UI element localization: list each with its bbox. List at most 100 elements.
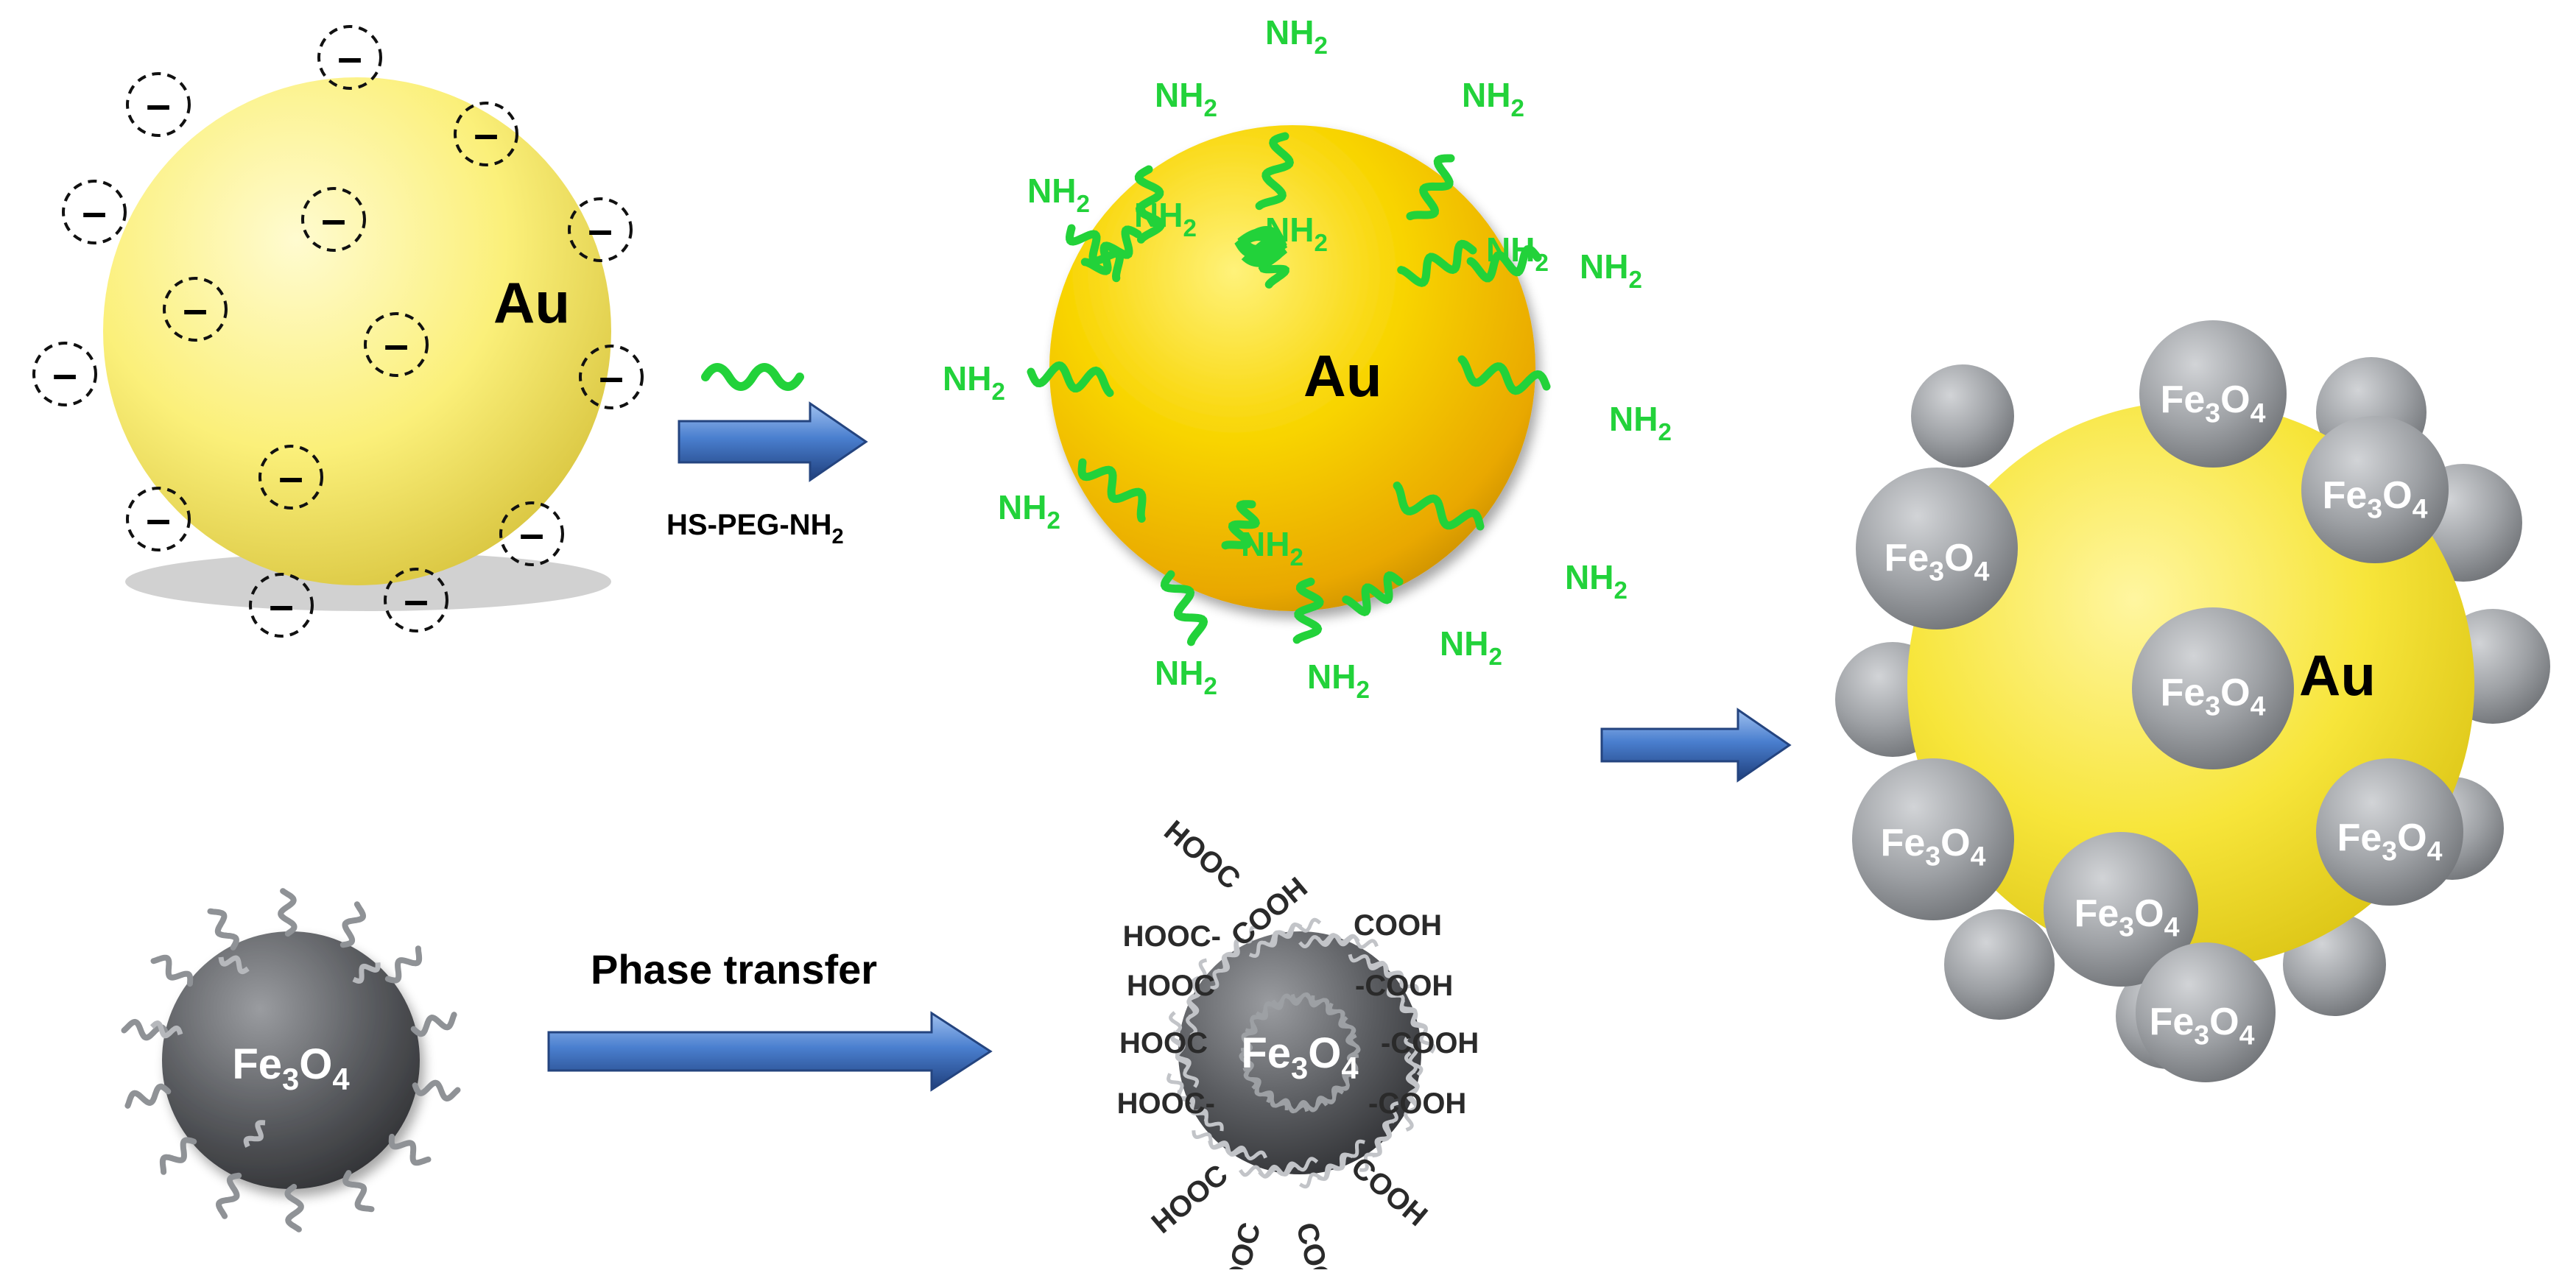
- oleate-chain: [410, 1012, 457, 1037]
- oleate-chain: [339, 901, 367, 948]
- formula-fe-mid: O: [1308, 1029, 1341, 1077]
- nh2-symbol: NH: [1155, 76, 1203, 114]
- formula-fe-main: Fe: [232, 1040, 282, 1088]
- charge-ring: [301, 187, 366, 252]
- labeled-satellite: [1852, 758, 2014, 920]
- nh2-label: NH2: [1027, 172, 1090, 218]
- carboxyl-label: -COOH: [1368, 1087, 1466, 1120]
- formula-fe-sub2: 4: [2427, 836, 2443, 867]
- nh2-symbol: NH: [998, 488, 1046, 526]
- magnetite-satellite: [1944, 909, 2055, 1020]
- formula-fe-sub2: 4: [1341, 1051, 1358, 1085]
- formula-fe-mid: O: [1940, 822, 1970, 864]
- oleate-chain: [384, 945, 423, 984]
- polymer-strand: [1412, 1014, 1436, 1054]
- formula-fe-sub1: 3: [2119, 911, 2134, 942]
- polymer-strand: [1190, 958, 1208, 1000]
- polymer-strand: [1359, 1137, 1387, 1172]
- oleate-chain: [159, 1137, 197, 1175]
- polymer-strand: [1335, 934, 1379, 949]
- formula-fe-main: Fe: [2323, 474, 2368, 517]
- formula-fe-sub2: 4: [2239, 1020, 2255, 1051]
- fe3o4-label-satellite: Fe3O4: [2337, 817, 2443, 867]
- formula-fe-mid: O: [2220, 671, 2250, 714]
- negative-charge-sign: –: [321, 194, 345, 244]
- formula-fe-mid: O: [1944, 537, 1974, 579]
- oleate-chain: [124, 1083, 172, 1109]
- coated-magnetite-sphere: [1178, 931, 1421, 1174]
- polymer-coating: [1166, 917, 1436, 1189]
- negative-charge-sign: –: [599, 352, 623, 401]
- nh2-symbol: NH: [1565, 558, 1613, 596]
- reagent-prefix: HS-PEG-NH: [666, 509, 831, 541]
- carboxyl-label: HOOC-: [1117, 1087, 1215, 1120]
- peg-ligand-icon: [701, 363, 804, 391]
- nh2-subscript: 2: [1658, 419, 1671, 446]
- formula-fe-sub1: 3: [1925, 841, 1940, 872]
- formula-fe-main: Fe: [2161, 378, 2206, 421]
- charge-ring: [579, 345, 644, 409]
- nh2-label: NH2: [943, 359, 1005, 406]
- peg-chain: [1342, 571, 1404, 616]
- oleate-chain: [388, 1133, 432, 1166]
- nh2-subscript: 2: [1046, 507, 1060, 535]
- oleate-chain: [284, 1183, 304, 1233]
- formula-fe-main: Fe: [1885, 537, 1929, 579]
- formula-fe-sub2: 4: [1971, 841, 1986, 872]
- nh2-subscript: 2: [1203, 95, 1217, 122]
- formula-fe-main: Fe: [1881, 822, 1926, 864]
- charge-ring: [62, 180, 127, 244]
- nh2-symbol: NH: [1155, 654, 1203, 692]
- fe3o4-label-satellite: Fe3O4: [1881, 822, 1986, 872]
- au-label-hybrid: Au: [2299, 643, 2376, 708]
- formula-fe-sub2: 4: [2251, 691, 2266, 722]
- negative-charge-sign: –: [146, 494, 170, 543]
- carboxyl-label: -COOH: [1355, 970, 1453, 1002]
- nh2-subscript: 2: [1076, 191, 1089, 218]
- charge-ring: [568, 197, 633, 262]
- au-label-gold: Au: [1303, 343, 1382, 409]
- carboxyl-label: COOH: [1345, 1151, 1433, 1233]
- oleate-chain: [278, 888, 298, 937]
- labeled-satellite: [2139, 320, 2287, 468]
- nh2-symbol: NH: [1440, 624, 1488, 663]
- oleate-chain: [412, 1079, 461, 1102]
- surface-oleate: [149, 1020, 183, 1039]
- formula-fe-main: Fe: [2150, 1001, 2195, 1043]
- phase-transfer-label: Phase transfer: [591, 946, 877, 992]
- surface-oleate: [352, 962, 381, 984]
- oleate-ligands: [121, 888, 461, 1233]
- nh2-label: NH2: [1265, 13, 1328, 60]
- fe3o4-label-satellite: Fe3O4: [2161, 671, 2266, 722]
- carboxyl-label: HOOC: [1213, 1219, 1267, 1269]
- formula-fe-sub2: 4: [332, 1062, 349, 1096]
- coiled-peg-chain: [1234, 225, 1288, 267]
- gold-sphere: [1049, 125, 1535, 611]
- nh2-symbol: NH: [1462, 76, 1510, 114]
- negative-charge-sign: –: [404, 575, 428, 624]
- pale-gold-sphere: [103, 77, 611, 585]
- nh2-symbol: NH: [1307, 657, 1356, 696]
- nh2-symbol: NH: [1027, 172, 1076, 210]
- surface-oleate: [218, 955, 250, 975]
- formula-fe-sub2: 4: [2251, 398, 2266, 429]
- formula-fe-main: Fe: [2074, 892, 2119, 935]
- formula-fe-sub1: 3: [1929, 556, 1944, 587]
- charge-ring: [499, 501, 564, 566]
- nh2-subscript: 2: [1203, 673, 1217, 700]
- formula-fe-mid: O: [2397, 817, 2427, 859]
- nh2-subscript: 2: [1613, 577, 1627, 604]
- polymer-strand: [1166, 1073, 1194, 1110]
- polymer-strand: [1227, 925, 1260, 957]
- au-label-pale: Au: [493, 270, 570, 335]
- nh2-label: NH2: [1565, 558, 1627, 604]
- carboxyl-label: HOOC: [1146, 1158, 1234, 1240]
- inner-polymer-strand: [1341, 1054, 1359, 1090]
- nh2-subscript: 2: [1510, 95, 1524, 122]
- nh2-label: NH2: [1440, 624, 1502, 671]
- nh2-subscript: 2: [1289, 544, 1303, 571]
- formula-fe-sub2: 4: [1974, 556, 1990, 587]
- polymer-strand: [1299, 1165, 1339, 1189]
- formula-fe-sub1: 3: [2367, 493, 2382, 524]
